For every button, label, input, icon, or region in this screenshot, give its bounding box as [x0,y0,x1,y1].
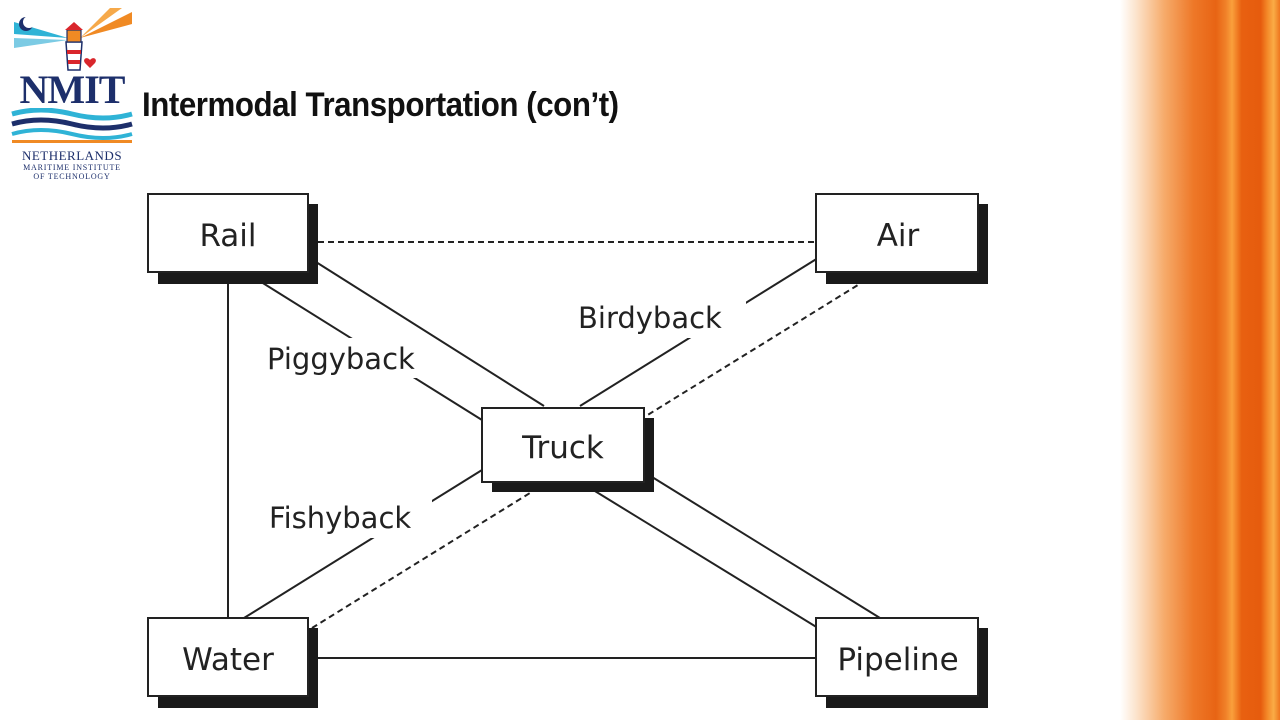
logo-line-3: OF TECHNOLOGY [33,172,111,181]
label-fishyback: Fishyback [269,501,411,535]
orange-side-band [1120,0,1280,720]
edge-truck-pipeline-upper [643,471,881,619]
label-birdyback: Birdyback [578,301,722,335]
edge-truck-pipeline-lower [589,487,819,629]
node-rail-label: Rail [199,218,256,254]
logo-line-1: NETHERLANDS [21,148,123,163]
slide-title: Intermodal Transportation (con’t) [142,86,619,124]
waves-icon [11,108,133,143]
node-pipeline: Pipeline [815,617,988,708]
edge-water-truck-fishyback [243,469,483,619]
lighthouse-icon [14,8,132,71]
edge-air-truck-dashed [645,279,867,417]
node-air-label: Air [877,218,920,254]
node-truck-label: Truck [521,430,604,466]
logo-wordmark: NMIT [19,67,126,112]
node-air: Air [815,193,988,284]
node-rail: Rail [147,193,318,284]
edge-water-truck-dashed [311,487,539,629]
edge-rail-truck-piggyback [315,261,545,407]
node-water-label: Water [182,642,274,678]
label-piggyback: Piggyback [267,342,415,376]
logo-line-2: MARITIME INSTITUTE [23,163,121,172]
nmit-logo: NMIT NETHERLANDS MARITIME INSTITUTE OF T… [10,8,134,184]
node-water: Water [147,617,318,708]
node-truck: Truck [481,407,654,492]
node-pipeline-label: Pipeline [837,642,958,678]
